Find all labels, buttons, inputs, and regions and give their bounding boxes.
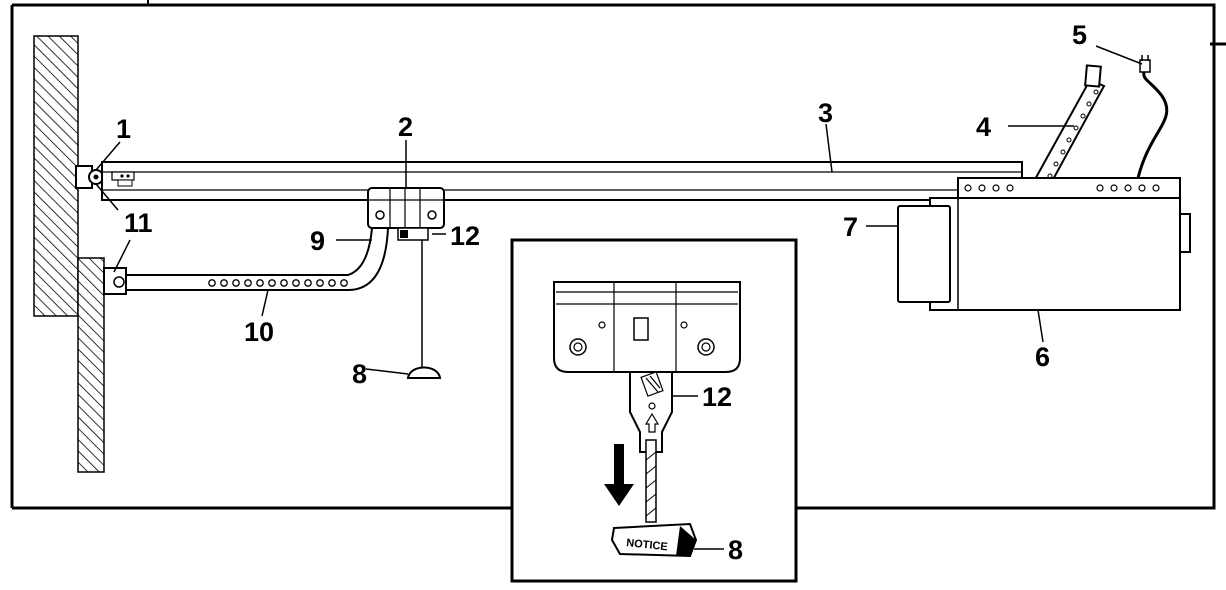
- header-bracket: [75, 165, 104, 189]
- inset-handle-notice-text: NOTICE: [626, 537, 669, 553]
- trolley: [367, 187, 445, 229]
- release-lever-small: [397, 227, 429, 370]
- callout-12: 12: [450, 221, 480, 251]
- release-handle-small: [406, 366, 442, 379]
- callout-8: 8: [352, 359, 367, 389]
- callout-2: 2: [398, 112, 413, 142]
- callout-6: 6: [1035, 342, 1050, 372]
- callout-10: 10: [244, 317, 274, 347]
- inset-detail: NOTICE: [510, 238, 798, 583]
- inset-callout-8: 8: [728, 535, 743, 565]
- hanging-bracket: [1026, 64, 1106, 198]
- callout-5: 5: [1072, 20, 1087, 50]
- power-cord: [1136, 55, 1169, 179]
- callout-9: 9: [310, 226, 325, 256]
- callout-4: 4: [976, 112, 991, 142]
- callout-7: 7: [843, 212, 858, 242]
- door-arms: [103, 227, 390, 295]
- inset-callout-12: 12: [702, 382, 732, 412]
- leader-lines: [95, 45, 1143, 375]
- rail: [101, 161, 1023, 201]
- callout-11: 11: [124, 208, 153, 238]
- garage-wall: [33, 35, 105, 473]
- callout-3: 3: [818, 98, 833, 128]
- callout-1: 1: [116, 114, 131, 144]
- light-lens: [897, 205, 951, 303]
- motor-unit: [929, 177, 1191, 311]
